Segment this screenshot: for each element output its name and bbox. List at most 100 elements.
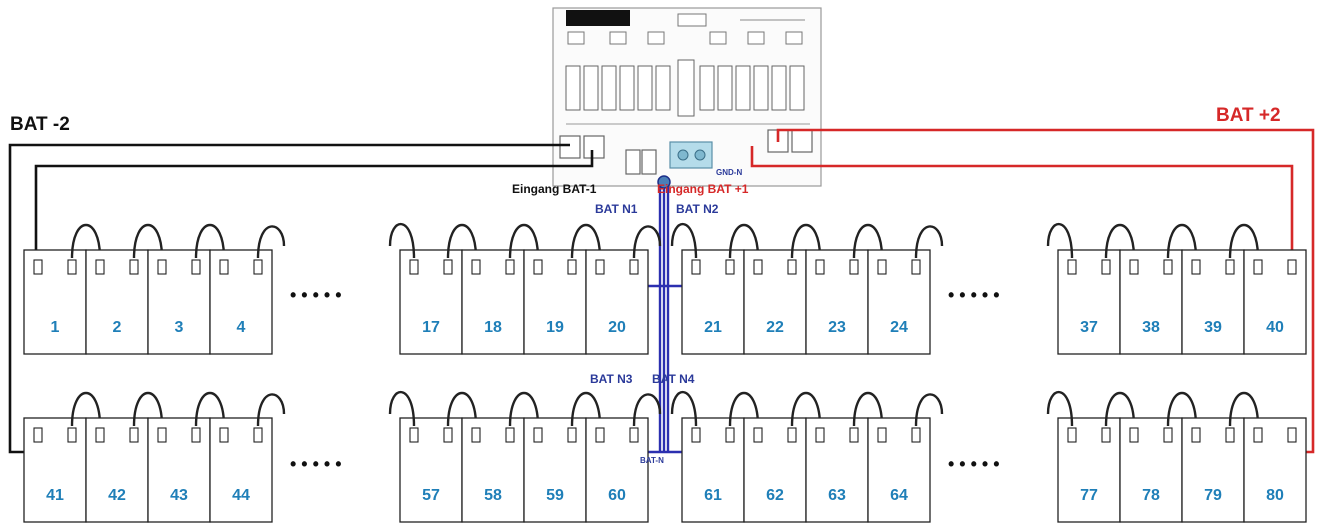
battery-number: 41 — [46, 487, 64, 504]
positive-terminal — [1163, 427, 1173, 443]
cell-link — [194, 392, 226, 427]
cell-link — [1046, 223, 1074, 259]
positive-terminal — [67, 427, 77, 443]
battery-cell: 24 — [867, 225, 944, 355]
negative-terminal — [1067, 259, 1077, 275]
battery-number: 21 — [704, 319, 722, 336]
negative-terminal — [1191, 427, 1201, 443]
negative-terminal — [1253, 259, 1263, 275]
battery-number: 39 — [1204, 319, 1222, 336]
battery-number: 40 — [1266, 319, 1284, 336]
negative-terminal — [691, 427, 701, 443]
negative-terminal — [595, 427, 605, 443]
battery-number: 2 — [113, 319, 122, 336]
cell-link — [388, 223, 416, 259]
label-bat-n4: BAT N4 — [652, 372, 695, 386]
negative-terminal — [1191, 259, 1201, 275]
battery-cell: 3 — [147, 224, 226, 355]
battery-cell: 78 — [1119, 392, 1198, 523]
battery-cell: 59 — [523, 392, 602, 523]
cell-link — [728, 392, 760, 427]
negative-terminal — [1067, 427, 1077, 443]
negative-terminal — [409, 427, 419, 443]
negative-terminal — [219, 259, 229, 275]
positive-terminal — [191, 427, 201, 443]
cell-link — [388, 391, 416, 427]
battery-cell: 1 — [23, 224, 102, 355]
cell-link — [194, 224, 226, 259]
cell-link — [132, 224, 164, 259]
cell-link — [1166, 392, 1198, 427]
negative-terminal — [157, 259, 167, 275]
negative-terminal — [1253, 427, 1263, 443]
negative-terminal — [1129, 427, 1139, 443]
positive-terminal — [67, 259, 77, 275]
label-bat-neg2: BAT -2 — [10, 114, 70, 135]
negative-terminal — [533, 259, 543, 275]
battery-number: 62 — [766, 487, 784, 504]
battery-number: 38 — [1142, 319, 1160, 336]
battery-number: 23 — [828, 319, 846, 336]
distribution-board: GND-N — [552, 7, 822, 187]
positive-terminal — [567, 259, 577, 275]
battery-number: 18 — [484, 319, 502, 336]
cell-link — [70, 224, 102, 259]
battery-number: 61 — [704, 487, 722, 504]
cell-link — [852, 224, 884, 259]
positive-terminal — [129, 259, 139, 275]
battery-cell: 62 — [743, 392, 822, 523]
battery-cell: 40 — [1243, 249, 1307, 355]
battery-number: 20 — [608, 319, 626, 336]
label-eingang-neg1: Eingang BAT-1 — [512, 182, 597, 196]
battery-cell: 21 — [670, 223, 760, 355]
battery-number: 17 — [422, 319, 440, 336]
positive-terminal — [787, 259, 797, 275]
positive-terminal — [253, 259, 263, 275]
battery-cell: 64 — [867, 393, 944, 523]
battery-number: 22 — [766, 319, 784, 336]
cell-link — [1166, 224, 1198, 259]
cell-link — [790, 224, 822, 259]
cell-link — [1228, 224, 1260, 259]
positive-terminal — [567, 427, 577, 443]
negative-terminal — [877, 427, 887, 443]
negative-terminal — [33, 427, 43, 443]
cell-link — [914, 393, 944, 427]
ellipsis-bottom-left: • • • • • — [290, 454, 342, 474]
cell-link — [256, 393, 286, 427]
battery-number: 44 — [232, 487, 250, 504]
cell-link — [446, 392, 478, 427]
battery-cell: 19 — [523, 224, 602, 355]
battery-cell: 80 — [1243, 417, 1307, 523]
positive-terminal — [1163, 259, 1173, 275]
positive-terminal — [911, 259, 921, 275]
positive-terminal — [505, 259, 515, 275]
cell-link — [1104, 224, 1136, 259]
battery-number: 59 — [546, 487, 564, 504]
battery-cell: 44 — [209, 393, 286, 523]
battery-cell: 42 — [85, 392, 164, 523]
label-bat-n: BAT-N — [640, 456, 664, 465]
battery-number: 42 — [108, 487, 126, 504]
negative-terminal — [95, 427, 105, 443]
battery-cell: 22 — [743, 224, 822, 355]
battery-cell: 41 — [23, 392, 102, 523]
battery-number: 37 — [1080, 319, 1098, 336]
negative-terminal — [877, 259, 887, 275]
battery-cell: 18 — [461, 224, 540, 355]
negative-terminal — [471, 427, 481, 443]
battery-number: 3 — [175, 319, 184, 336]
positive-terminal — [1225, 259, 1235, 275]
positive-terminal — [849, 427, 859, 443]
battery-number: 80 — [1266, 487, 1284, 504]
positive-terminal — [1287, 259, 1297, 275]
battery-cell: 60 — [585, 393, 662, 523]
positive-terminal — [253, 427, 263, 443]
battery-cell: 17 — [388, 223, 478, 355]
cell-link — [508, 224, 540, 259]
battery-number: 24 — [890, 319, 908, 336]
cell-link — [256, 225, 286, 259]
battery-cell: 57 — [388, 391, 478, 523]
cell-link — [632, 225, 662, 259]
